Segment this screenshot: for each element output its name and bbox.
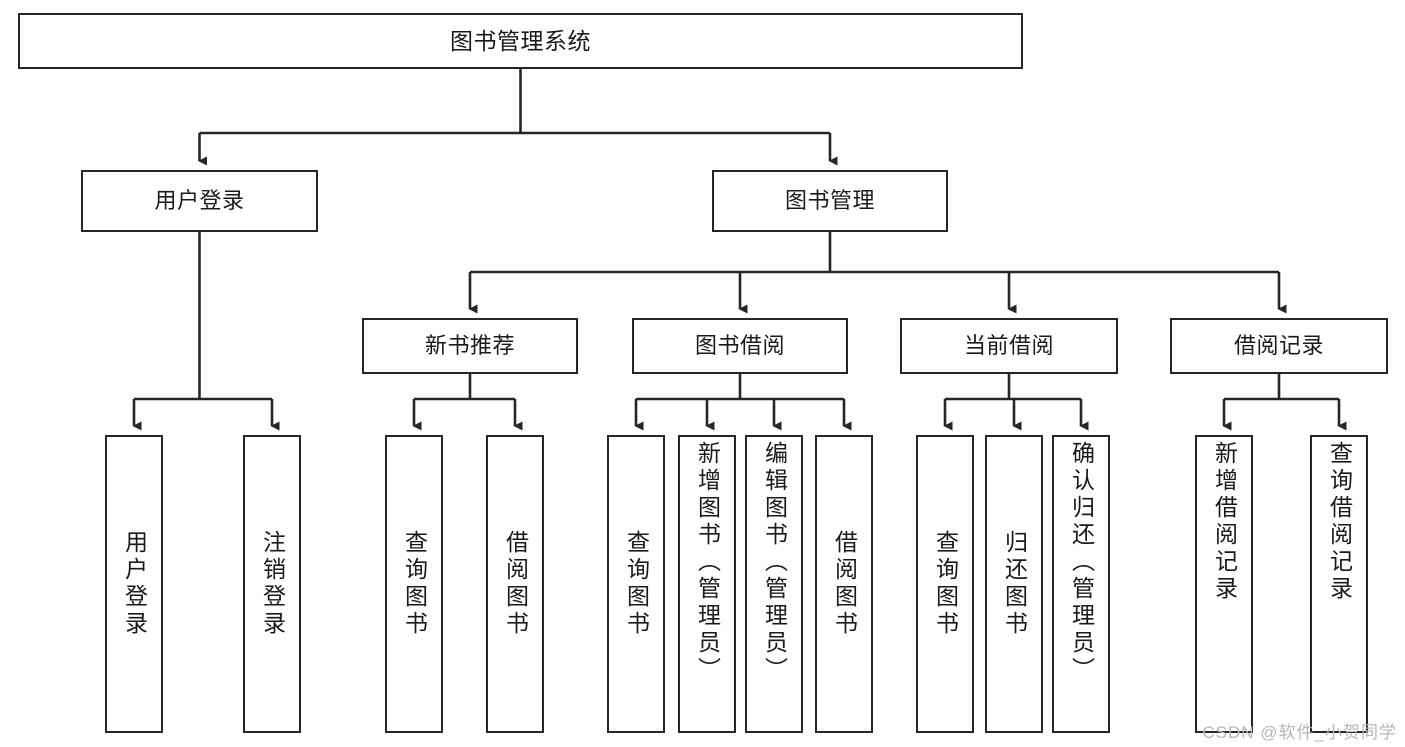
node-label: 查询图书 xyxy=(932,530,959,638)
node-label: 新书推荐 xyxy=(424,333,515,359)
node-label: 用户登录 xyxy=(154,188,245,214)
node-leaf-user-login[interactable]: 用户登录 xyxy=(105,435,163,733)
node-label: 确认归还（管理员） xyxy=(1068,441,1095,684)
node-label: 当前借阅 xyxy=(963,333,1054,359)
node-leaf-confirm-return[interactable]: 确认归还（管理员） xyxy=(1052,435,1110,733)
node-current-borrow[interactable]: 当前借阅 xyxy=(900,318,1118,374)
node-label: 借阅图书 xyxy=(831,530,858,638)
node-leaf-add-record[interactable]: 新增借阅记录 xyxy=(1195,435,1253,733)
node-leaf-return-book[interactable]: 归还图书 xyxy=(985,435,1043,733)
node-borrow-record[interactable]: 借阅记录 xyxy=(1170,318,1388,374)
node-label: 新增图书（管理员） xyxy=(694,441,721,684)
node-label: 新增借阅记录 xyxy=(1211,441,1238,603)
node-leaf-add-book[interactable]: 新增图书（管理员） xyxy=(678,435,736,733)
watermark-text: CSDN @软件_小贺同学 xyxy=(1202,723,1397,742)
node-leaf-edit-book[interactable]: 编辑图书（管理员） xyxy=(745,435,803,733)
node-label: 图书管理 xyxy=(784,188,875,214)
node-leaf-borrow-book-1[interactable]: 借阅图书 xyxy=(486,435,544,733)
node-root-label: 图书管理系统 xyxy=(450,27,591,54)
node-label: 用户登录 xyxy=(121,530,148,638)
node-label: 借阅图书 xyxy=(502,530,529,638)
node-new-book-rec[interactable]: 新书推荐 xyxy=(362,318,578,374)
node-label: 借阅记录 xyxy=(1233,333,1324,359)
node-label: 编辑图书（管理员） xyxy=(761,441,788,684)
node-label: 注销登录 xyxy=(259,530,286,638)
node-leaf-borrow-book-2[interactable]: 借阅图书 xyxy=(815,435,873,733)
node-label: 归还图书 xyxy=(1001,530,1028,638)
node-root[interactable]: 图书管理系统 xyxy=(18,13,1023,69)
node-leaf-query-book-2[interactable]: 查询图书 xyxy=(607,435,665,733)
node-user-login[interactable]: 用户登录 xyxy=(81,170,318,232)
node-book-borrow[interactable]: 图书借阅 xyxy=(632,318,848,374)
node-leaf-query-record[interactable]: 查询借阅记录 xyxy=(1310,435,1368,733)
node-leaf-logout[interactable]: 注销登录 xyxy=(243,435,301,733)
node-leaf-query-book-3[interactable]: 查询图书 xyxy=(916,435,974,733)
node-book-manage[interactable]: 图书管理 xyxy=(712,170,948,232)
node-label: 图书借阅 xyxy=(694,333,785,359)
node-label: 查询借阅记录 xyxy=(1326,441,1353,603)
node-label: 查询图书 xyxy=(623,530,650,638)
node-leaf-query-book-1[interactable]: 查询图书 xyxy=(385,435,443,733)
node-label: 查询图书 xyxy=(401,530,428,638)
